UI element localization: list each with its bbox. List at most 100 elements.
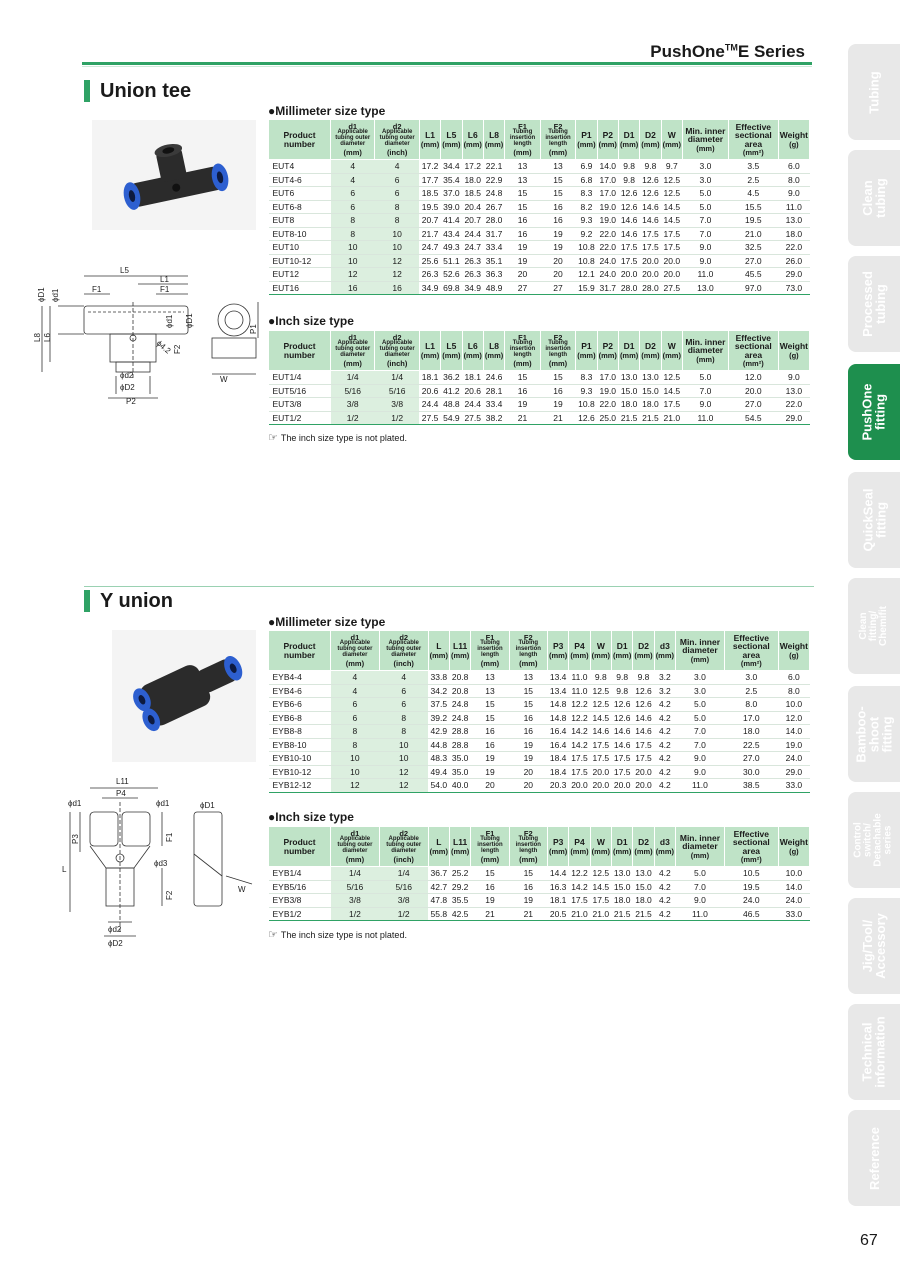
table-cell: 3.0 [675, 684, 725, 698]
table-cell: 54.0 [428, 778, 450, 793]
sidebar-tab[interactable]: Reference [848, 1110, 900, 1206]
table-cell: 35.4 [440, 173, 463, 187]
table-cell: 15 [540, 186, 576, 201]
table-cell: 17.5 [611, 751, 633, 766]
table-cell: 13.4 [547, 670, 569, 685]
table-cell: 38.5 [724, 778, 779, 793]
table-cell: 20.7 [462, 213, 484, 228]
table-cell: 1/4 [374, 370, 420, 385]
table-cell: 13 [470, 684, 510, 698]
table-cell: 25.6 [419, 254, 441, 268]
table-cell: 17.5 [590, 751, 612, 766]
table-cell: 12.2 [568, 866, 591, 881]
label-d3: ϕd3 [154, 859, 168, 868]
product-number-cell: EUT16 [268, 281, 331, 295]
sidebar-tab[interactable]: Control switch/ Detachable series [848, 792, 900, 888]
table-cell: 12.6 [632, 697, 655, 712]
table-cell: 17.0 [724, 711, 779, 725]
table-cell: 20 [509, 765, 548, 779]
sidebar-tab[interactable]: Processed tubing [848, 256, 900, 352]
table-cell: 21 [470, 907, 510, 921]
table-cell: 9.8 [611, 670, 633, 685]
header-cell: W(mm) [660, 119, 683, 160]
table-cell: 6 [374, 186, 420, 201]
table-cell: 5.0 [682, 186, 729, 201]
table-cell: 4 [379, 670, 429, 685]
table-cell: 15 [504, 186, 541, 201]
table-cell: 24.0 [597, 254, 619, 268]
table-cell: 17.5 [639, 227, 662, 241]
table-cell: 20.0 [639, 254, 662, 268]
table-cell: 12.6 [639, 186, 662, 201]
table-cell: 34.2 [428, 684, 450, 698]
sidebar-tab[interactable]: Jig/Tool/ Accessory [848, 898, 900, 994]
table-cell: 13.0 [632, 866, 655, 881]
table-cell: 22.0 [597, 240, 619, 255]
table-cell: 10.8 [575, 397, 598, 412]
table-cell: 17.5 [590, 738, 612, 752]
table-cell: 9.0 [675, 751, 725, 766]
sidebar-tab[interactable]: PushOne fitting [848, 364, 900, 460]
table-cell: 12 [374, 254, 420, 268]
product-number-cell: EYB4-4 [268, 670, 331, 685]
table-cell: 11.0 [682, 267, 729, 282]
table-cell: 12 [330, 778, 380, 793]
table-cell: 24.4 [419, 397, 441, 412]
table-cell: 13 [470, 670, 510, 685]
table-cell: 3/8 [330, 397, 375, 412]
table-cell: 14.0 [778, 880, 810, 894]
header-cell: Weight(g) [777, 330, 811, 371]
table-cell: 21.0 [590, 907, 612, 921]
sidebar-tab[interactable]: Clean tubing [848, 150, 900, 246]
product-number-cell: EUT12 [268, 267, 331, 282]
table-cell: 4.2 [654, 765, 676, 779]
sidebar-tab[interactable]: Technical information [848, 1004, 900, 1100]
header-cell: L(mm) [427, 630, 450, 671]
table-cell: 42.7 [428, 880, 450, 894]
table-cell: 16 [509, 724, 548, 739]
table-cell: 24.4 [462, 227, 484, 241]
table-cell: 12.6 [639, 173, 662, 187]
table-cell: 7.0 [682, 213, 729, 228]
table-cell: 10.8 [575, 240, 598, 255]
sidebar-tab[interactable]: Tubing [848, 44, 900, 140]
table-cell: 17.5 [568, 893, 591, 908]
table-cell: 10.5 [724, 866, 779, 881]
table-cell: 11.0 [675, 907, 725, 921]
table-cell: 14.6 [618, 213, 640, 228]
sidebar-tab[interactable]: QuickSeal fitting [848, 472, 900, 568]
sidebar-tab[interactable]: Clean fitting/ Chemifit [848, 578, 900, 674]
table-cell: 6.0 [778, 159, 810, 174]
table-cell: 14.0 [778, 724, 810, 739]
table-cell: 21.5 [639, 411, 662, 425]
table-cell: 24.0 [778, 893, 810, 908]
table-cell: 8.3 [575, 186, 598, 201]
y-union-photo [112, 630, 256, 762]
table-cell: 45.5 [728, 267, 779, 282]
y-union-mm-subtitle: ●Millimeter size type [268, 615, 386, 629]
header-cell: D2(mm) [632, 630, 655, 671]
table-cell: 5.0 [682, 200, 729, 214]
product-number-cell: EYB8-8 [268, 724, 331, 739]
table-cell: 15 [509, 866, 548, 881]
table-cell: 4 [374, 159, 420, 174]
table-cell: 69.8 [440, 281, 463, 295]
sidebar-tab[interactable]: Bamboo- shoot fitting [848, 686, 900, 782]
table-cell: 21.0 [661, 411, 683, 425]
label-F1: F1 [92, 285, 102, 294]
table-cell: 18.0 [639, 397, 662, 412]
table-cell: 22.0 [597, 397, 619, 412]
label-d1-right: ϕd1 [165, 314, 174, 328]
table-cell: 36.3 [483, 267, 505, 282]
table-cell: 8 [330, 213, 375, 228]
table-cell: 1/4 [379, 866, 429, 881]
table-cell: 25.0 [597, 411, 619, 425]
header-cell: P4(mm) [568, 630, 591, 671]
